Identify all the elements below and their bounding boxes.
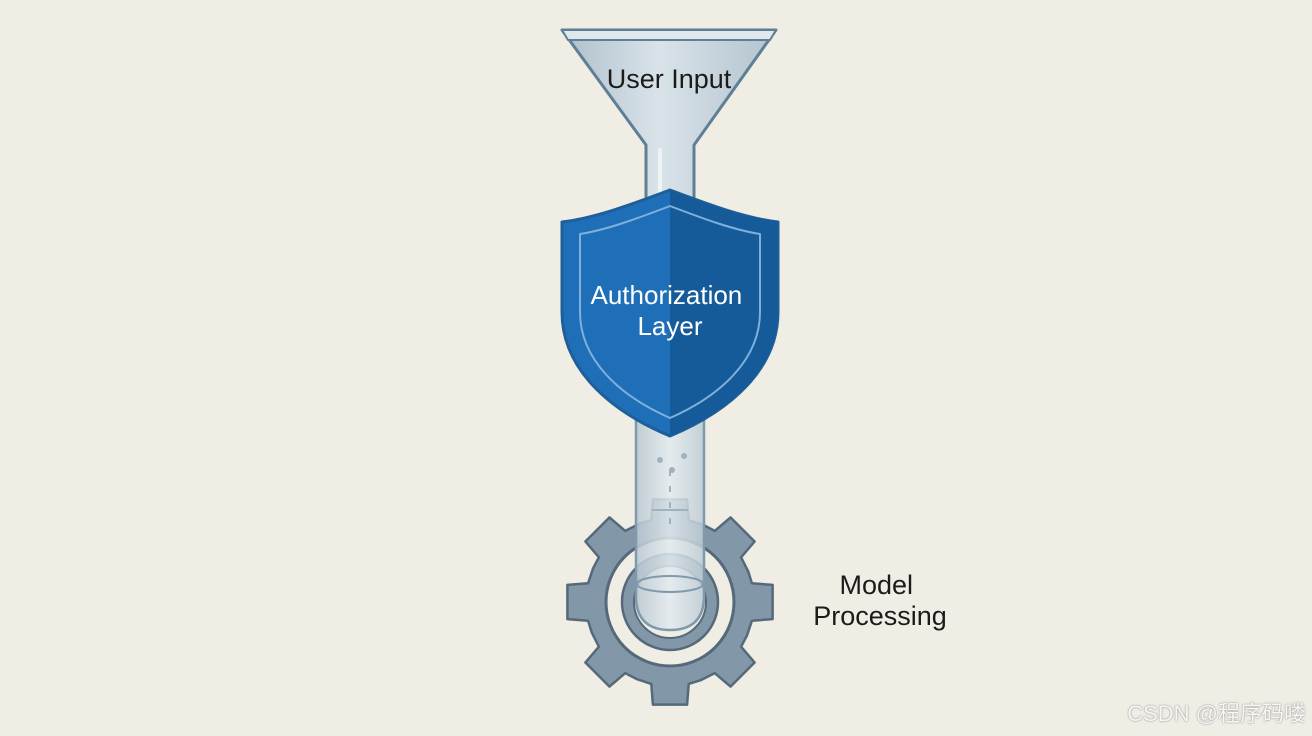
model-stage-label-line-1: Model xyxy=(839,570,913,600)
auth-stage-label-line-2: Layer xyxy=(637,311,702,341)
shield-icon xyxy=(560,188,780,438)
input-stage-label: User Input xyxy=(607,64,732,94)
lower-tube xyxy=(634,398,706,632)
model-stage-label-line-2: Processing xyxy=(813,601,947,631)
watermark-text: CSDN @程序码喽 xyxy=(1127,701,1306,726)
funnel-icon xyxy=(560,28,778,207)
model-stage-label: Model Processing xyxy=(813,570,947,631)
auth-stage-label-line-1: Authorization xyxy=(591,280,743,310)
auth-stage-label: Authorization Layer xyxy=(591,280,750,341)
